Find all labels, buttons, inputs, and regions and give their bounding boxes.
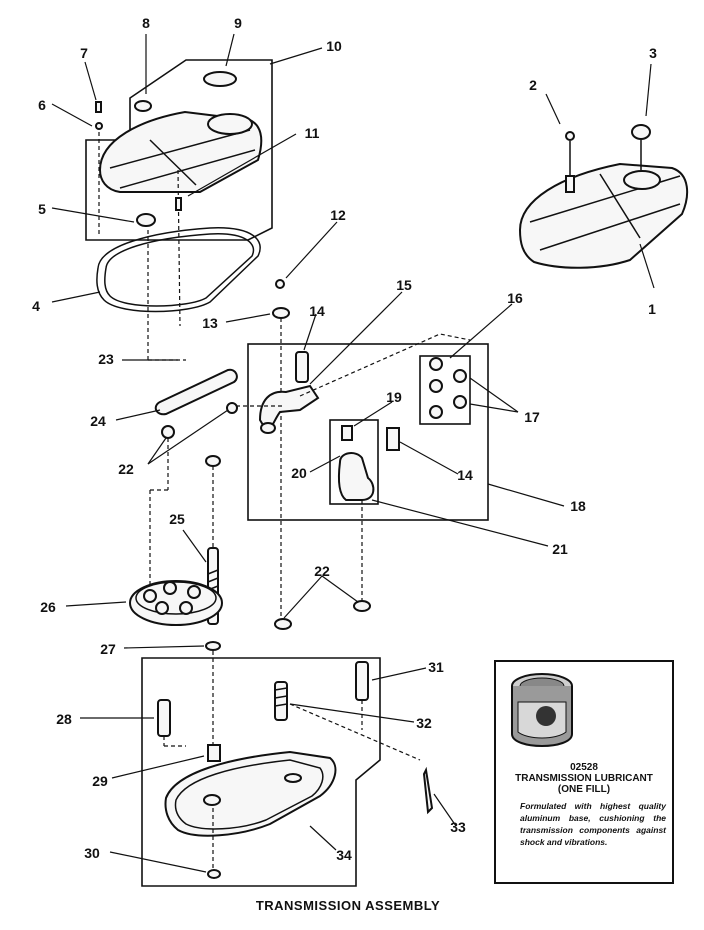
callout-4: 4 <box>32 298 40 314</box>
lubricant-name: TRANSMISSION LUBRICANT <box>515 773 653 784</box>
base-housing-34 <box>164 750 337 837</box>
callout-13: 13 <box>202 315 218 331</box>
diagram-title: TRANSMISSION ASSEMBLY <box>256 898 440 913</box>
callout-5: 5 <box>38 201 46 217</box>
lubricant-panel: 02528 TRANSMISSION LUBRICANT (ONE FILL) … <box>494 660 674 884</box>
callout-17: 17 <box>524 409 540 425</box>
base-housing-frame <box>141 657 381 887</box>
callout-3: 3 <box>649 45 657 61</box>
pin-14b <box>386 427 400 451</box>
clip-33 <box>422 766 434 815</box>
yoke-24 <box>154 368 238 416</box>
callout-16: 16 <box>507 290 523 306</box>
pin-19 <box>341 425 353 441</box>
pin-31 <box>355 661 369 701</box>
callout-28: 28 <box>56 711 72 727</box>
lubricant-description: Formulated with highest quality aluminum… <box>520 801 666 847</box>
callout-27: 27 <box>100 641 116 657</box>
bushing-29 <box>207 744 221 762</box>
callout-22a: 22 <box>118 461 134 477</box>
callout-1: 1 <box>648 301 656 317</box>
lubricant-fill: (ONE FILL) <box>557 784 611 795</box>
callout-7: 7 <box>80 45 88 61</box>
callout-32: 32 <box>416 715 432 731</box>
leader-lines <box>51 33 655 873</box>
callout-24: 24 <box>90 413 106 429</box>
top-cover-frame <box>85 59 273 241</box>
callout-18: 18 <box>570 498 586 514</box>
callout-25: 25 <box>169 511 185 527</box>
shift-fork-subframe <box>419 355 471 425</box>
callout-15: 15 <box>396 277 412 293</box>
callout-8: 8 <box>142 15 150 31</box>
washer-12 <box>275 279 285 289</box>
shift-lever-21 <box>337 452 375 501</box>
callout-9: 9 <box>234 15 242 31</box>
lubricant-can-image <box>511 673 573 747</box>
pin-28 <box>157 699 171 737</box>
callout-30: 30 <box>84 845 100 861</box>
callout-6: 6 <box>38 97 46 113</box>
callout-20: 20 <box>291 465 307 481</box>
assembled-cover <box>518 124 689 269</box>
callout-21: 21 <box>552 541 568 557</box>
callout-11: 11 <box>305 125 320 141</box>
pin-14 <box>295 351 309 383</box>
callout-22b: 22 <box>314 563 330 579</box>
callout-31: 31 <box>428 659 444 675</box>
callout-12: 12 <box>330 207 346 223</box>
washer-13 <box>272 307 290 319</box>
top-cover <box>95 71 263 327</box>
shift-assembly-frame <box>247 343 489 521</box>
callout-26: 26 <box>40 599 56 615</box>
callout-14b: 14 <box>457 467 473 483</box>
gasket <box>96 227 261 313</box>
callout-34: 34 <box>336 847 352 863</box>
callout-19: 19 <box>386 389 402 405</box>
callout-2: 2 <box>529 77 537 93</box>
callout-23: 23 <box>98 351 114 367</box>
callout-29: 29 <box>92 773 108 789</box>
callout-33: 33 <box>450 819 466 835</box>
plug-30 <box>207 869 221 879</box>
pin-32 <box>274 681 288 721</box>
callout-numbers: 1 2 3 4 5 6 7 8 9 10 11 12 13 14 14 15 1… <box>32 15 657 863</box>
callout-14a: 14 <box>309 303 325 319</box>
lubricant-code: 02528 <box>570 762 598 773</box>
callout-10: 10 <box>326 38 342 54</box>
